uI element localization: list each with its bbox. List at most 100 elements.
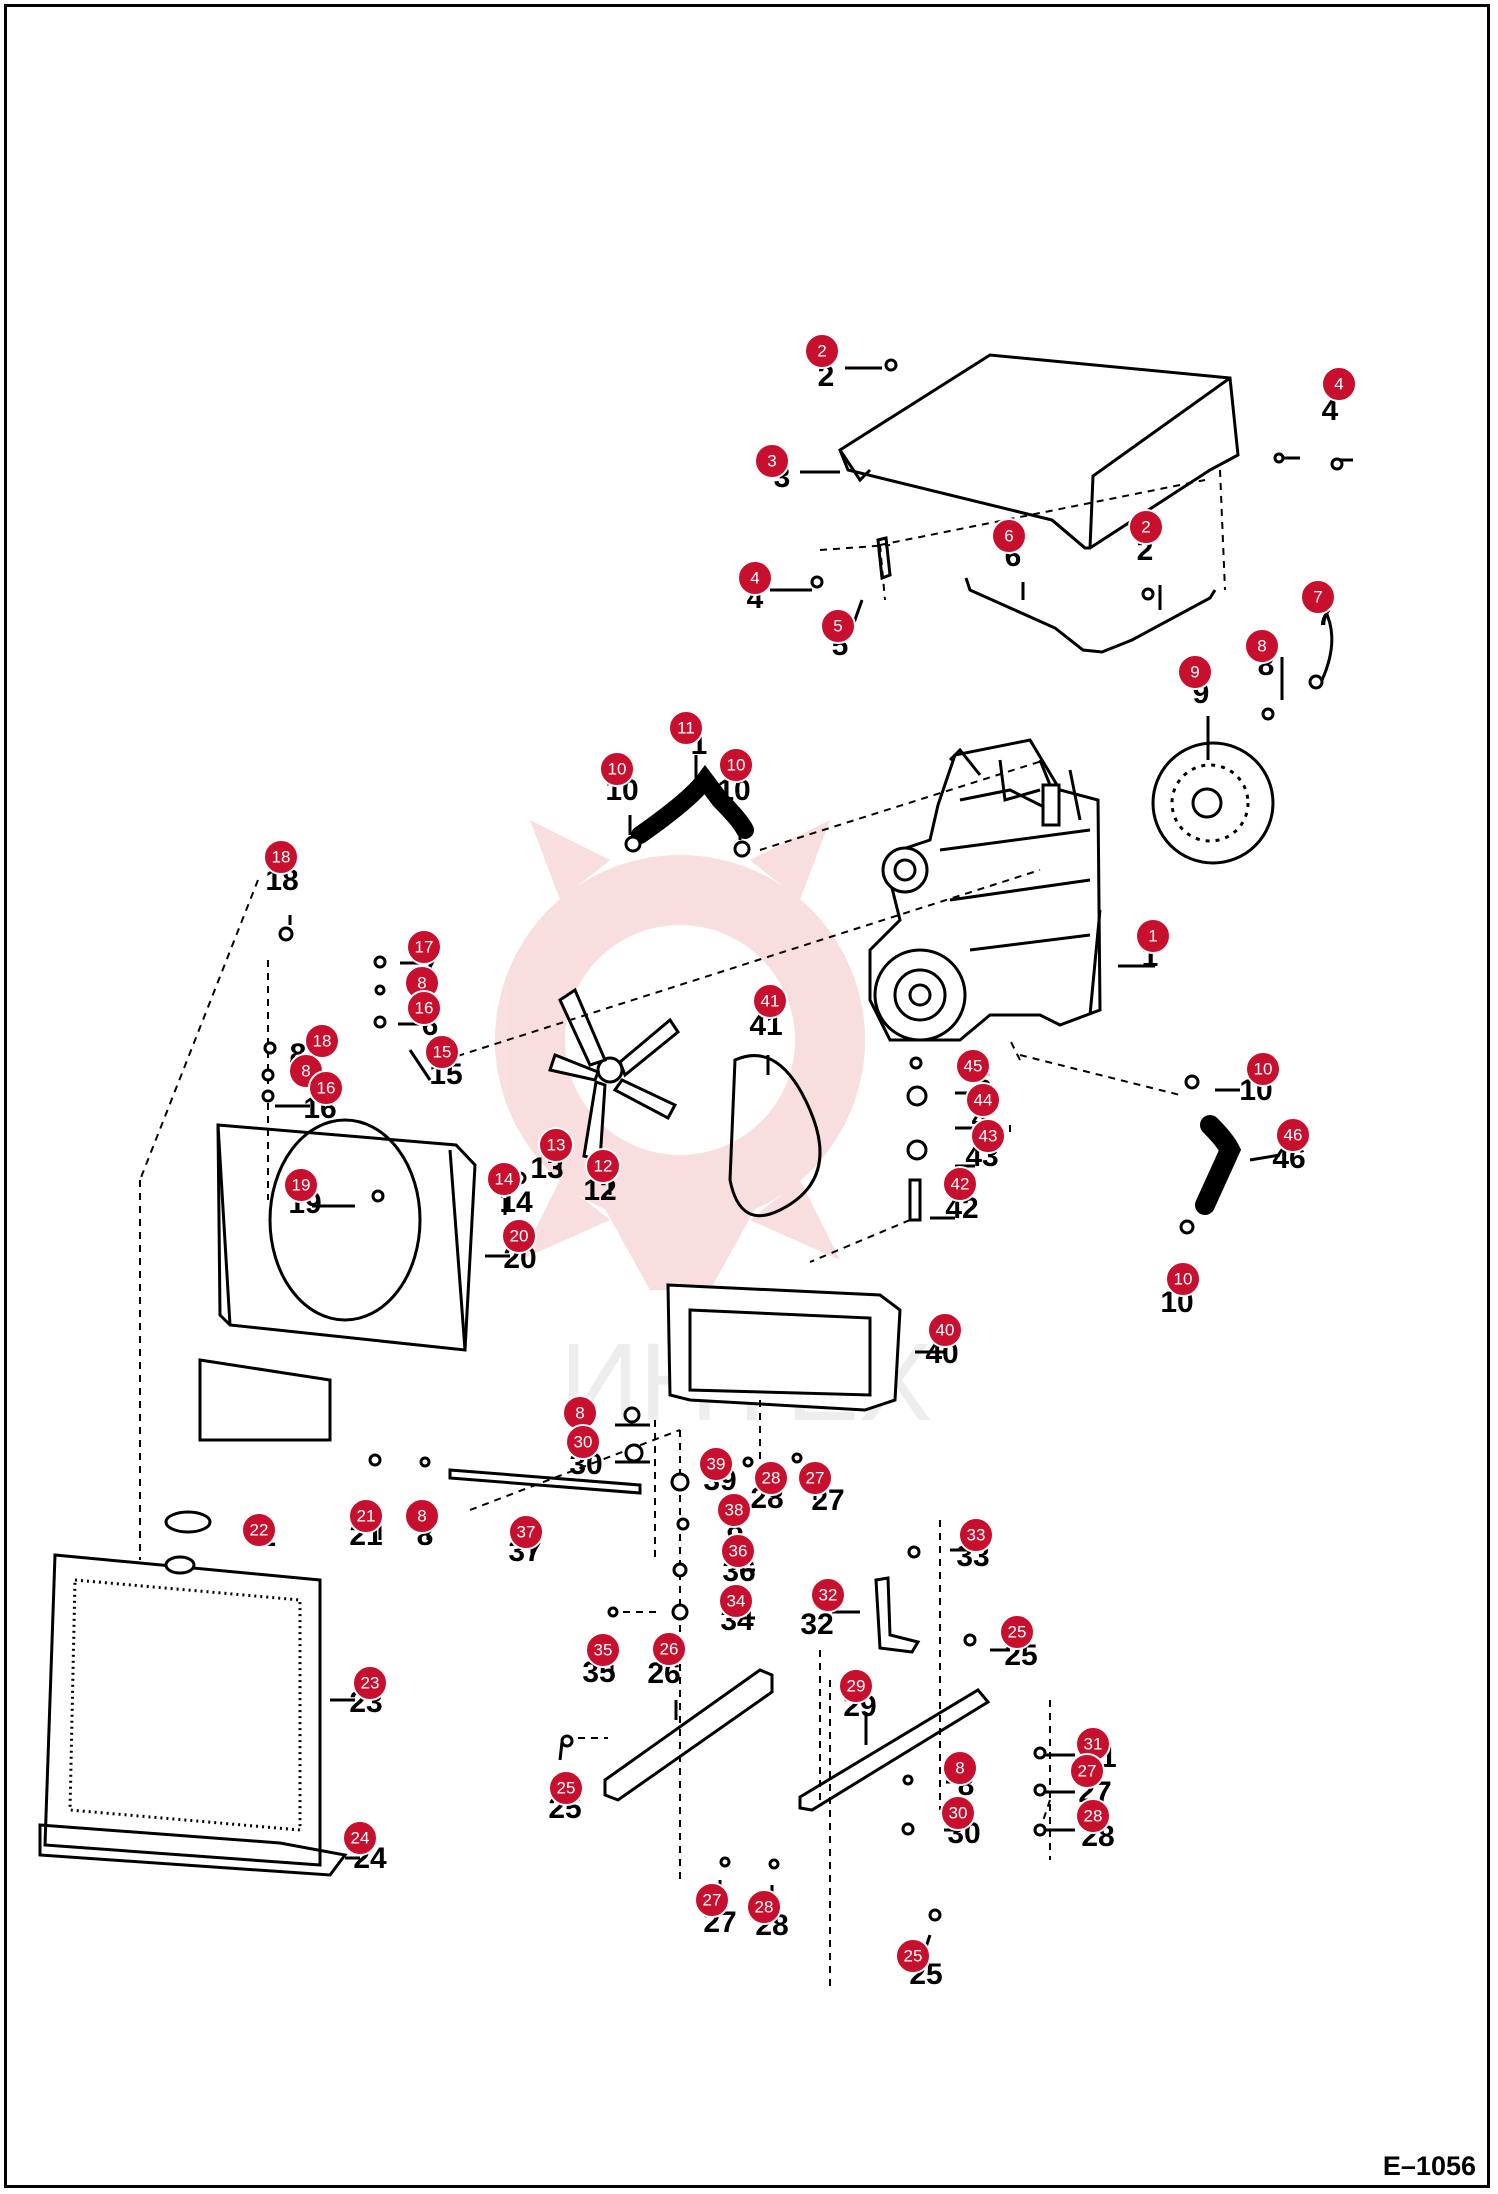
callout-badge: 15 [424, 1034, 460, 1070]
callout-badge: 8 [1244, 628, 1280, 664]
callout-badge: 25 [548, 1770, 584, 1806]
callout-badge: 6 [991, 518, 1027, 554]
callout-number: 1 [1148, 927, 1157, 946]
callout-number: 10 [1254, 1060, 1273, 1079]
callout-badge: 38 [716, 1492, 752, 1528]
callout-number: 21 [357, 1507, 376, 1526]
callout-number: 34 [727, 1592, 746, 1611]
callout-number: 20 [510, 1227, 529, 1246]
callout-badge: 18 [304, 1023, 340, 1059]
callout-number: 11 [677, 719, 695, 738]
callout-number: 13 [547, 1136, 566, 1155]
callout-badge: 11 [668, 710, 704, 746]
callout-badge: 8 [562, 1395, 598, 1431]
callout-badge: 20 [501, 1218, 537, 1254]
callout-number: 7 [1313, 588, 1322, 607]
callout-badge: 30 [565, 1424, 601, 1460]
callout-number: 5 [833, 617, 842, 636]
callout-badge: 44 [965, 1082, 1001, 1118]
callout-badge: 34 [718, 1583, 754, 1619]
callout-badge: 16 [406, 990, 442, 1026]
callout-number: 18 [313, 1032, 332, 1051]
callout-number: 43 [979, 1127, 998, 1146]
callout-badge: 22 [241, 1512, 277, 1548]
callout-badge: 17 [406, 929, 442, 965]
callout-number: 46 [1284, 1126, 1303, 1145]
callout-number: 28 [762, 1469, 781, 1488]
callout-number: 25 [1008, 1623, 1027, 1642]
mount-rail-left [603, 1668, 774, 1802]
callout-number: 33 [967, 1526, 986, 1545]
callout-number: 31 [1084, 1735, 1103, 1754]
callout-number: 19 [292, 1176, 311, 1195]
callout-number: 36 [729, 1542, 748, 1561]
callout-badge: 28 [746, 1889, 782, 1925]
callout-badge: 10 [599, 751, 635, 787]
callout-number: 4 [1334, 375, 1343, 394]
callout-badge: 40 [927, 1312, 963, 1348]
callout-number: 39 [707, 1455, 726, 1474]
callout-badge: 4 [737, 560, 773, 596]
callout-number: 32 [819, 1586, 838, 1605]
callout-number: 17 [415, 938, 434, 957]
callout-number: 41 [761, 992, 780, 1011]
callout-badge: 28 [1075, 1798, 1111, 1834]
callout-badge: 12 [585, 1148, 621, 1184]
radiator-baffle [38, 1823, 348, 1877]
callout-badge: 28 [753, 1460, 789, 1496]
lower-radiator-hose [1179, 1074, 1242, 1235]
callout-badge: 7 [1300, 579, 1336, 615]
hardware-fasteners [261, 358, 1344, 1922]
callout-badge: 9 [1177, 654, 1213, 690]
callout-badge: 32 [810, 1577, 846, 1613]
callout-number: 15 [433, 1043, 452, 1062]
callout-badge: 36 [720, 1533, 756, 1569]
callout-badge: 42 [942, 1166, 978, 1202]
callout-number: 29 [847, 1677, 866, 1696]
engine-cover [819, 353, 1240, 601]
part-label: 32 [800, 1608, 833, 1641]
flywheel [1151, 741, 1275, 865]
diagram-frame [4, 4, 1490, 2188]
callout-number: 25 [557, 1779, 576, 1798]
callout-badge: 31 [1075, 1726, 1111, 1762]
callout-badge: 27 [694, 1882, 730, 1918]
callout-number: 16 [317, 1079, 336, 1098]
assembly-lines [139, 759, 1181, 1990]
callout-number: 8 [417, 1507, 426, 1526]
callout-number: 9 [1190, 663, 1199, 682]
callout-number: 23 [361, 1674, 380, 1693]
callout-number: 10 [608, 760, 627, 779]
callout-badge: 2 [1128, 509, 1164, 545]
callout-number: 37 [517, 1523, 536, 1542]
callout-badge: 43 [970, 1118, 1006, 1154]
cover-bracket [876, 536, 1334, 721]
callout-number: 14 [495, 1170, 514, 1189]
callout-number: 8 [575, 1404, 584, 1423]
radiator [43, 1510, 322, 1867]
callout-number: 6 [1004, 527, 1013, 546]
callout-badge: 25 [999, 1614, 1035, 1650]
fan-belt [728, 1054, 822, 1218]
fan-shroud [198, 1118, 477, 1442]
callout-number: 22 [250, 1521, 269, 1540]
callout-badge: 35 [585, 1632, 621, 1668]
callout-number: 27 [703, 1891, 722, 1910]
callout-number: 8 [301, 1062, 310, 1081]
callout-badge: 5 [820, 608, 856, 644]
callout-badge: 27 [797, 1460, 833, 1496]
callout-badge: 2 [804, 333, 840, 369]
callout-number: 16 [415, 999, 434, 1018]
callout-number: 45 [964, 1057, 983, 1076]
callout-badge: 10 [718, 747, 754, 783]
callout-number: 24 [351, 1829, 370, 1848]
callout-number: 3 [767, 452, 776, 471]
callout-number: 35 [594, 1641, 613, 1660]
callout-badge: 27 [1069, 1753, 1105, 1789]
callout-number: 10 [1174, 1270, 1193, 1289]
engine-block [868, 738, 1102, 1042]
callout-badge: 41 [752, 983, 788, 1019]
callout-badge: 21 [348, 1498, 384, 1534]
callout-badge: 26 [651, 1631, 687, 1667]
callout-number: 2 [817, 342, 826, 361]
